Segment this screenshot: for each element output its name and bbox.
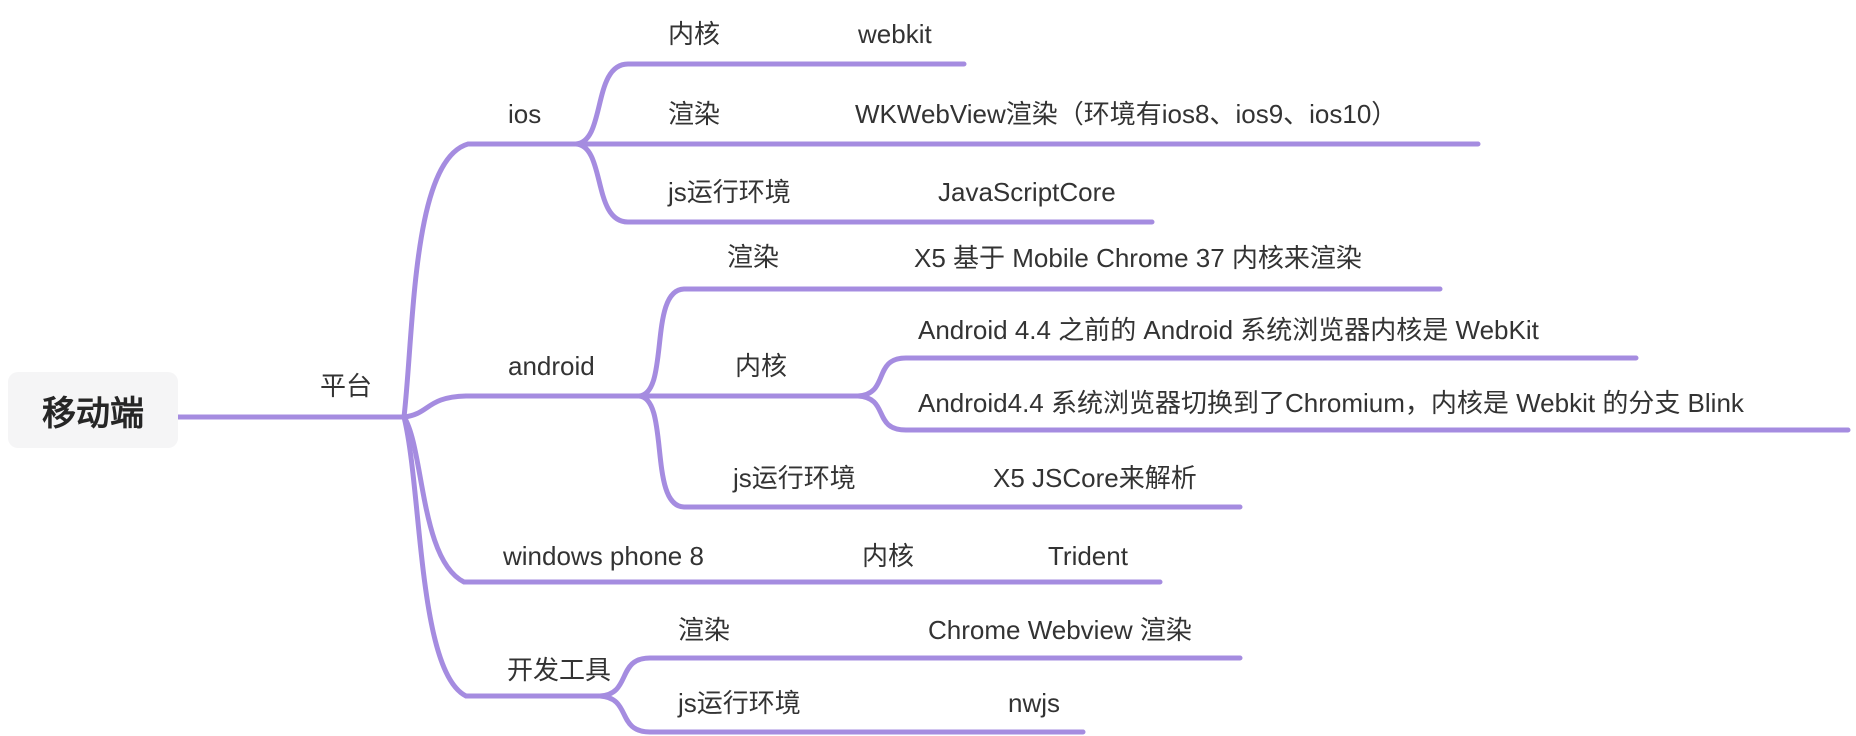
branch-devtools-render [597, 655, 1243, 699]
node-windows-phone-kernel-value[interactable]: Trident [1048, 541, 1128, 571]
node-ios-render-value[interactable]: WKWebView渲染（环境有ios8、ios9、ios10） [855, 99, 1398, 129]
branch-ios [401, 141, 1481, 420]
node-android[interactable]: android [508, 351, 595, 381]
node-ios-render[interactable]: 渲染 [668, 99, 721, 129]
node-devtools-render-value[interactable]: Chrome Webview 渲染 [928, 615, 1192, 645]
branch-devtools-jsenv [597, 693, 1086, 735]
node-android-kernel-value-2[interactable]: Android4.4 系统浏览器切换到了Chromium，内核是 Webkit … [918, 388, 1744, 418]
branch-ios-kernel [573, 61, 967, 147]
node-devtools-jsenv[interactable]: js运行环境 [678, 688, 801, 718]
node-android-render[interactable]: 渲染 [727, 242, 780, 272]
branch-android-render [636, 286, 1443, 399]
branch-android-jsenv [636, 393, 1243, 510]
branch-windows-phone [401, 414, 1163, 585]
node-windows-phone-kernel[interactable]: 内核 [862, 541, 915, 571]
node-ios-jsenv-value[interactable]: JavaScriptCore [938, 177, 1116, 207]
node-root[interactable]: 移动端 [8, 372, 178, 448]
branch-android-kernel-1 [855, 355, 1639, 399]
branch-android [401, 393, 861, 420]
branch-devtools [401, 414, 603, 699]
node-ios-kernel[interactable]: 内核 [668, 19, 721, 49]
node-ios-jsenv[interactable]: js运行环境 [668, 177, 791, 207]
node-ios[interactable]: ios [508, 99, 542, 129]
branch-android-kernel-2 [855, 393, 1851, 433]
node-windows-phone[interactable]: windows phone 8 [503, 541, 704, 571]
node-android-render-value[interactable]: X5 基于 Mobile Chrome 37 内核来渲染 [914, 243, 1362, 273]
node-devtools-jsenv-value[interactable]: nwjs [1008, 688, 1061, 718]
node-android-kernel-value-1[interactable]: Android 4.4 之前的 Android 系统浏览器内核是 WebKit [918, 315, 1539, 345]
node-android-jsenv[interactable]: js运行环境 [733, 463, 856, 493]
node-devtools-render[interactable]: 渲染 [678, 615, 731, 645]
node-devtools[interactable]: 开发工具 [507, 655, 612, 685]
branch-ios-jsenv [573, 141, 1155, 225]
node-ios-kernel-value[interactable]: webkit [858, 19, 932, 49]
node-platform[interactable]: 平台 [320, 371, 373, 401]
node-android-jsenv-value[interactable]: X5 JSCore来解析 [993, 463, 1197, 493]
node-android-kernel[interactable]: 内核 [735, 351, 788, 381]
